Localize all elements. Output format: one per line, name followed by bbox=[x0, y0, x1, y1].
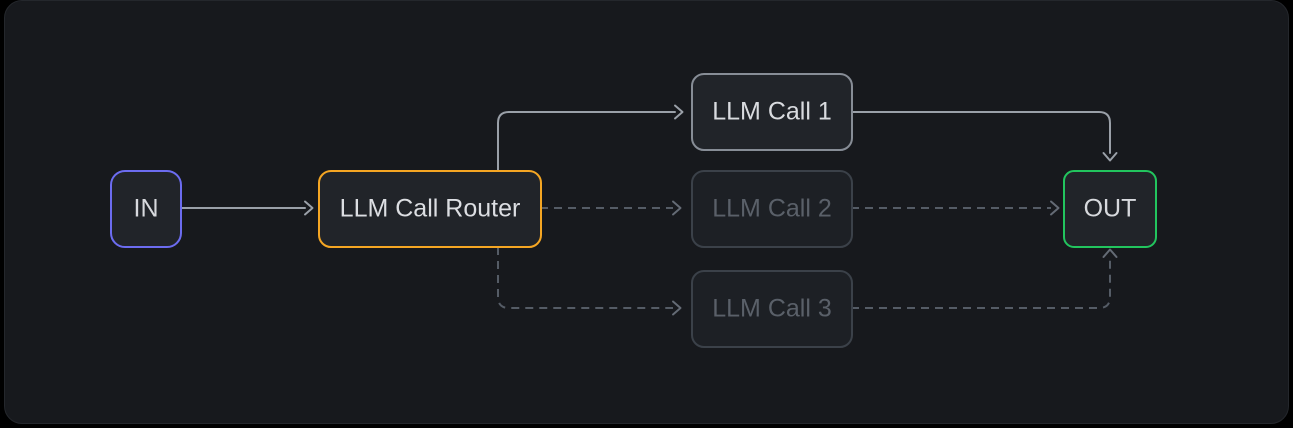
node-router-box[interactable] bbox=[318, 170, 542, 248]
node-output-label: OUT bbox=[1084, 195, 1137, 223]
routing-flow-diagram: IN LLM Call Router LLM Call 1 LLM Call 2… bbox=[110, 73, 1157, 348]
node-router-label: LLM Call Router bbox=[340, 195, 521, 223]
node-call3-box[interactable] bbox=[691, 270, 853, 348]
node-call1[interactable]: LLM Call 1 bbox=[691, 73, 853, 151]
node-input[interactable]: IN bbox=[110, 170, 182, 248]
node-call2[interactable]: LLM Call 2 bbox=[691, 170, 853, 248]
edge-call2-to-out bbox=[851, 200, 1060, 216]
edge-in-to-router bbox=[180, 200, 314, 216]
node-call2-label: LLM Call 2 bbox=[712, 195, 832, 223]
edge-call1-to-out bbox=[850, 111, 1118, 162]
node-call2-box[interactable] bbox=[691, 170, 853, 248]
node-call1-label: LLM Call 1 bbox=[712, 98, 832, 126]
edge-router-to-call2 bbox=[540, 200, 682, 216]
node-input-label: IN bbox=[134, 195, 159, 223]
node-output[interactable]: OUT bbox=[1063, 170, 1157, 248]
edge-call3-to-out bbox=[851, 248, 1118, 309]
node-call3-label: LLM Call 3 bbox=[712, 295, 832, 323]
node-output-box[interactable] bbox=[1063, 170, 1157, 248]
diagram-canvas: IN LLM Call Router LLM Call 1 LLM Call 2… bbox=[4, 0, 1289, 424]
node-call1-box[interactable] bbox=[691, 73, 853, 151]
node-call3[interactable]: LLM Call 3 bbox=[691, 270, 853, 348]
node-router[interactable]: LLM Call Router bbox=[318, 170, 542, 248]
edge-router-to-call1 bbox=[497, 104, 684, 171]
edge-router-to-call3 bbox=[497, 247, 682, 316]
node-input-box[interactable] bbox=[110, 170, 182, 248]
